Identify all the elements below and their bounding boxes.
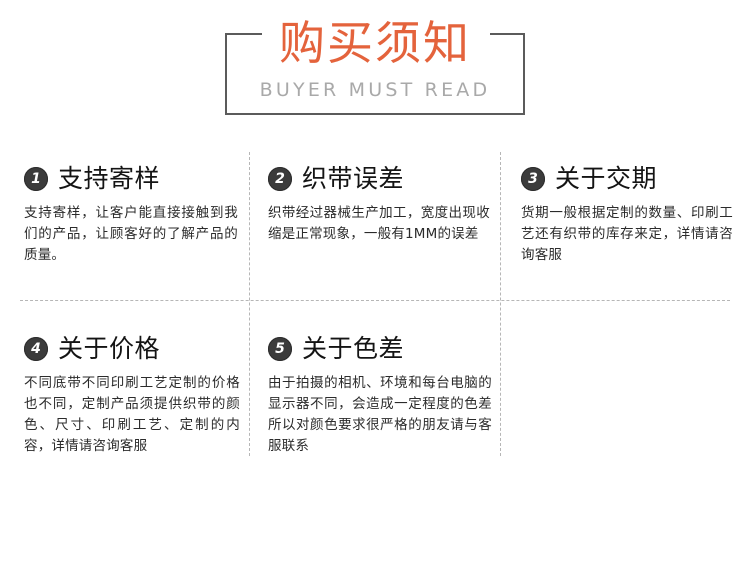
notice-item-1-title: 支持寄样 <box>58 164 161 193</box>
notice-item-4-body: 不同底带不同印刷工艺定制的价格也不同，定制产品须提供织带的颜色、尺寸、印刷工艺、… <box>24 375 240 454</box>
notice-item-4-title: 关于价格 <box>58 334 161 363</box>
number-badge-2: 2 <box>268 167 292 191</box>
vertical-divider-left <box>249 152 250 456</box>
notice-item-3-title: 关于交期 <box>555 164 658 193</box>
page-title: 购买须知 <box>279 16 471 70</box>
notice-item-2-head: 2 织带误差 <box>268 162 490 196</box>
horizontal-divider <box>20 300 730 301</box>
notice-item-5: 5 关于色差 由于拍摄的相机、环境和每台电脑的显示器不同，会造成一定程度的色差所… <box>268 332 492 457</box>
notice-item-3-head: 3 关于交期 <box>521 162 733 196</box>
notice-item-2-body: 织带经过器械生产加工，宽度出现收缩是正常现象，一般有1MM的误差 <box>268 205 490 242</box>
notice-item-1-head: 1 支持寄样 <box>24 162 238 196</box>
notice-item-2: 2 织带误差 织带经过器械生产加工，宽度出现收缩是正常现象，一般有1MM的误差 <box>268 162 490 245</box>
header-banner: 购买须知 BUYER MUST READ <box>0 0 750 140</box>
number-badge-1: 1 <box>24 167 48 191</box>
notice-item-3-body: 货期一般根据定制的数量、印刷工艺还有织带的库存来定，详情请咨询客服 <box>521 205 733 263</box>
notice-item-5-body: 由于拍摄的相机、环境和每台电脑的显示器不同，会造成一定程度的色差所以对颜色要求很… <box>268 375 492 454</box>
header-frame-gap <box>262 27 490 43</box>
notice-grid: 1 支持寄样 支持寄样，让客户能直接接触到我们的产品，让顾客好的了解产品的质量。… <box>0 140 750 470</box>
notice-item-1: 1 支持寄样 支持寄样，让客户能直接接触到我们的产品，让顾客好的了解产品的质量。 <box>24 162 238 266</box>
notice-item-3: 3 关于交期 货期一般根据定制的数量、印刷工艺还有织带的库存来定，详情请咨询客服 <box>521 162 733 266</box>
notice-item-4-head: 4 关于价格 <box>24 332 240 366</box>
notice-item-2-title: 织带误差 <box>302 164 405 193</box>
notice-item-4: 4 关于价格 不同底带不同印刷工艺定制的价格也不同，定制产品须提供织带的颜色、尺… <box>24 332 240 457</box>
number-badge-5: 5 <box>268 337 292 361</box>
notice-item-5-title: 关于色差 <box>302 334 405 363</box>
number-badge-4: 4 <box>24 337 48 361</box>
vertical-divider-right <box>500 152 501 456</box>
page-subtitle: BUYER MUST READ <box>259 79 491 101</box>
number-badge-3: 3 <box>521 167 545 191</box>
notice-item-1-body: 支持寄样，让客户能直接接触到我们的产品，让顾客好的了解产品的质量。 <box>24 205 238 263</box>
notice-item-5-head: 5 关于色差 <box>268 332 492 366</box>
